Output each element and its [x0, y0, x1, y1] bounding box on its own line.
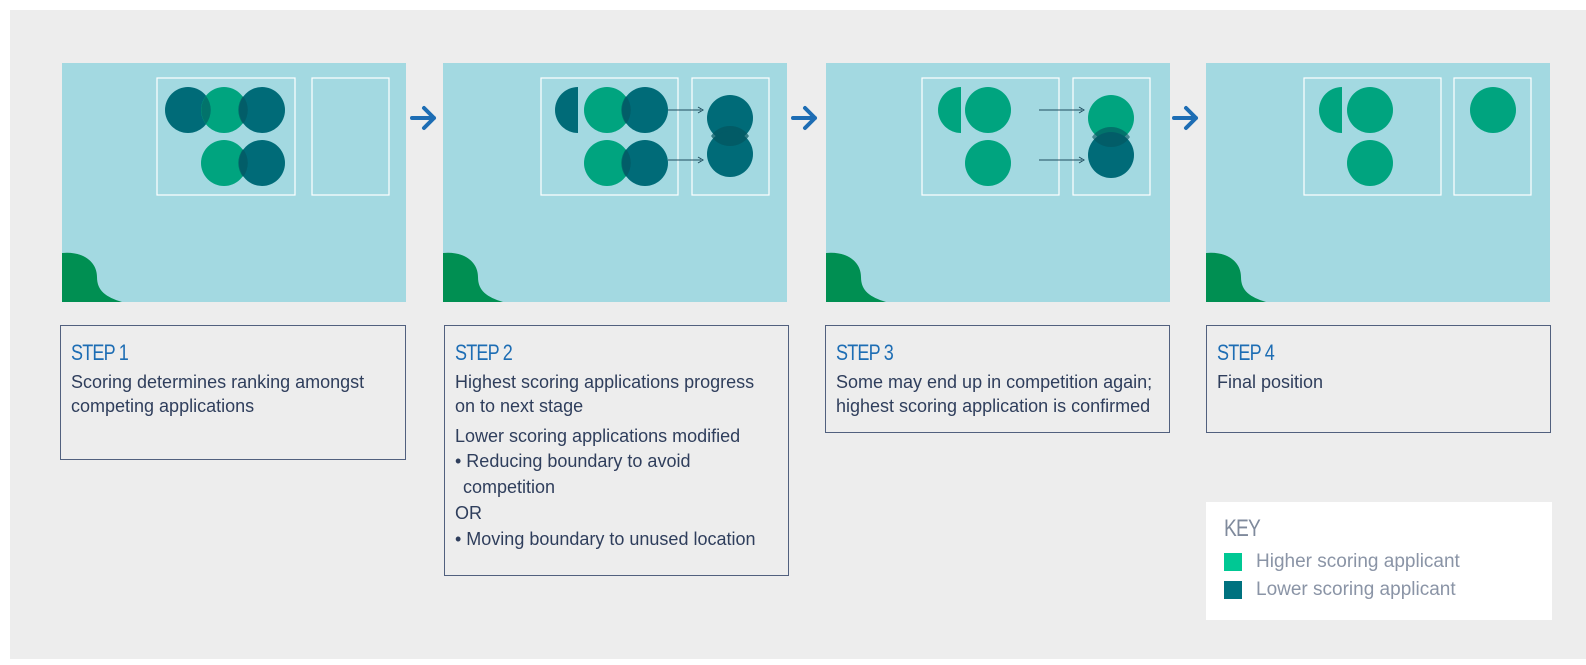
higher-applicant-circle [584, 140, 630, 186]
land-shape [1206, 252, 1266, 302]
lower-applicant-circle [239, 87, 285, 133]
bullet-item: • Moving boundary to unused location [455, 529, 756, 549]
land-shape [443, 252, 503, 302]
higher-applicant-circle [201, 87, 247, 133]
higher-applicant-half-circle [938, 87, 961, 133]
site-boundary-right [1453, 77, 1532, 196]
move-arrowhead [697, 106, 704, 114]
legend-key: KEY Higher scoring applicant Lower scori… [1206, 502, 1552, 620]
lower-applicant-circle [239, 140, 285, 186]
key-item-higher: Higher scoring applicant [1224, 548, 1534, 576]
lower-applicant-half-circle [555, 87, 578, 133]
step-description: Some may end up in competition again; hi… [836, 372, 1153, 416]
higher-applicant-circle [1470, 87, 1516, 133]
step-description: Final position [1217, 372, 1324, 392]
site-boundary-left [540, 77, 679, 196]
step-2-panel [443, 63, 787, 302]
higher-applicant-circle [1088, 95, 1134, 141]
lower-swatch-icon [1224, 581, 1242, 599]
step-1-panel [62, 63, 406, 302]
step-title: STEP 2 [455, 340, 513, 365]
step-2-illustration [443, 77, 770, 302]
key-label: Lower scoring applicant [1256, 579, 1456, 600]
move-arrowhead [1078, 156, 1085, 164]
bullet-item: • Reducing boundary to avoid competition [455, 451, 691, 497]
step-3-box: STEP 3 Some may end up in competition ag… [825, 325, 1170, 433]
key-item-lower: Lower scoring applicant [1224, 576, 1534, 604]
site-boundary-left [1303, 77, 1442, 196]
higher-applicant-circle [1347, 87, 1393, 133]
move-arrowhead [697, 156, 704, 164]
lower-applicant-circle [622, 87, 668, 133]
key-title: KEY [1224, 515, 1261, 542]
step-4-illustration [1206, 77, 1532, 302]
higher-applicant-circle [1347, 140, 1393, 186]
higher-applicant-circle [965, 140, 1011, 186]
site-boundary-right [311, 77, 390, 196]
step-description: Highest scoring applications progress on… [455, 372, 755, 416]
higher-swatch-icon [1224, 553, 1242, 571]
lower-applicant-circle [165, 87, 211, 133]
arrow-right-icon [789, 103, 821, 133]
step-2-box: STEP 2 Highest scoring applications prog… [444, 325, 789, 576]
or-label: OR [455, 503, 482, 523]
site-boundary-left [921, 77, 1060, 196]
lower-applicant-circle [622, 140, 668, 186]
arrow-right-icon [1170, 103, 1202, 133]
step-title: STEP 3 [836, 340, 894, 365]
step-description: Lower scoring applications modified [455, 426, 741, 446]
step-4-box: STEP 4 Final position [1206, 325, 1551, 433]
step-4-panel [1206, 63, 1550, 302]
higher-applicant-circle [201, 140, 247, 186]
land-shape [62, 252, 122, 302]
step-3-illustration [826, 77, 1151, 302]
higher-applicant-circle [965, 87, 1011, 133]
step-1-illustration [62, 77, 390, 302]
step-1-box: STEP 1 Scoring determines ranking amongs… [60, 325, 406, 460]
higher-applicant-half-circle [1319, 87, 1342, 133]
step-title: STEP 1 [71, 340, 129, 365]
site-boundary-right [691, 77, 770, 196]
arrow-right-icon [408, 103, 440, 133]
site-boundary-left [156, 77, 296, 196]
step-title: STEP 4 [1217, 340, 1275, 365]
move-arrowhead [1078, 106, 1085, 114]
higher-applicant-circle [584, 87, 630, 133]
site-boundary-right [1072, 77, 1151, 196]
land-shape [826, 252, 886, 302]
step-3-panel [826, 63, 1170, 302]
step-description: Scoring determines ranking amongst compe… [71, 372, 365, 416]
key-label: Higher scoring applicant [1256, 551, 1460, 572]
